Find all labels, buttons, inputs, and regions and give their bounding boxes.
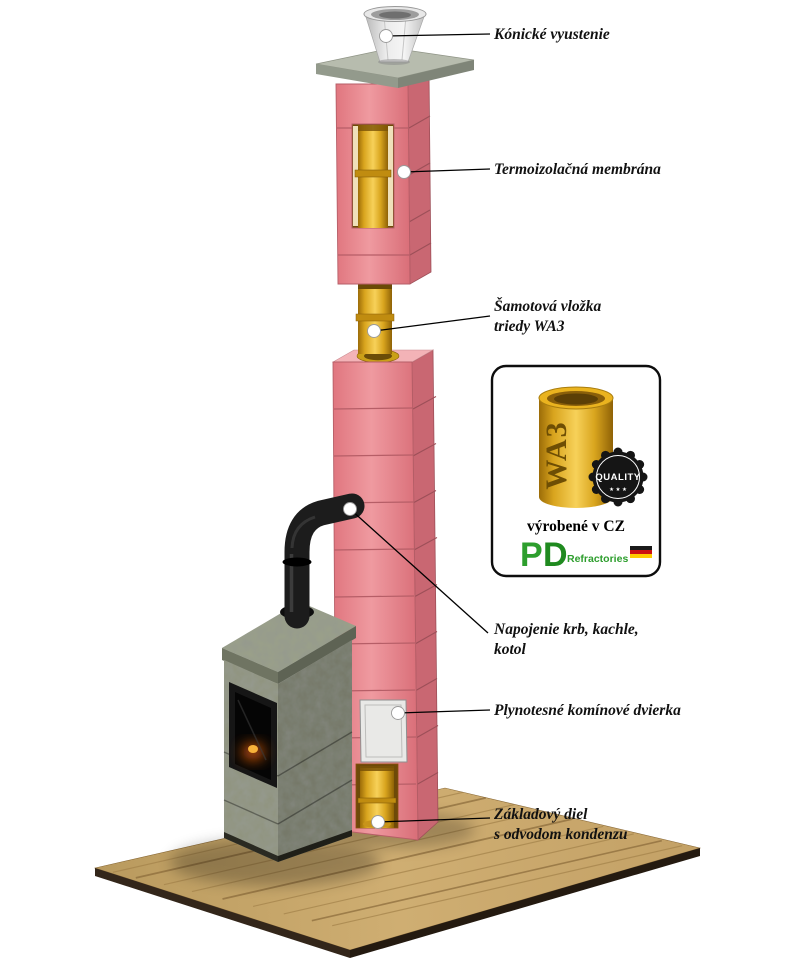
callout-dots: [343, 29, 411, 829]
callout-lines: [349, 33, 491, 823]
callout-dot-door: [391, 706, 405, 720]
callout-dot-connection: [343, 502, 357, 516]
label-connection-line1: Napojenie krb, kachle,: [494, 621, 639, 638]
chimney-upper-column: [335, 71, 432, 285]
label-flue-liner-line1: Šamotová vložka: [494, 298, 602, 315]
callout-line-base: [377, 817, 491, 823]
label-base-part-line2: s odvodom kondenzu: [494, 826, 628, 843]
label-chimney-door: Plynotesné komínové dvierka: [494, 702, 681, 719]
callout-dot-base: [371, 815, 385, 829]
label-membrane: Termoizolačná membrána: [494, 161, 661, 178]
label-flue-liner-line2: triedy WA3: [494, 318, 565, 335]
brand-flag: [630, 546, 652, 558]
label-conical-outlet: Kónické vyustenie: [494, 26, 610, 43]
label-base-part: Základový diel s odvodom kondenzu: [494, 805, 628, 845]
label-base-part-line1: Základový diel: [494, 806, 588, 823]
stove-pipe: [280, 493, 365, 629]
quality-badge: PREMIUM QUALITY ★ ★ ★: [588, 447, 648, 507]
made-in-text: výrobené v CZ: [527, 518, 625, 535]
floor-edge-right: [350, 848, 700, 958]
floor-edge-left: [95, 868, 350, 958]
conical-outlet-cone: [363, 6, 427, 65]
callout-dot-membrane: [397, 165, 411, 179]
liner-membrane-window: [351, 123, 395, 229]
flue-liner-tube: [355, 284, 395, 354]
stove: [222, 602, 356, 862]
brand-letter-d: D: [543, 536, 568, 574]
inset-wa3-marking: WA3: [540, 420, 573, 489]
inset-liner-cylinder: WA3: [538, 386, 614, 508]
callout-line-membrane: [403, 168, 491, 173]
callout-dot-liner: [367, 324, 381, 338]
callout-line-conical: [385, 33, 491, 37]
stove-shadow: [170, 838, 380, 886]
stove-door: [229, 682, 277, 788]
inset-box: WA3 PREMIUM QUALITY ★ ★ ★ výrobené v CZ …: [490, 364, 662, 578]
callout-line-liner: [373, 315, 491, 332]
brand-letter-p: P: [520, 536, 543, 574]
brand-logo: P D Refractories: [520, 536, 652, 574]
callout-line-connection: [349, 508, 489, 634]
label-connection: Napojenie krb, kachle, kotol: [494, 620, 639, 660]
callout-dot-conical: [379, 29, 393, 43]
badge-main-text: QUALITY: [595, 472, 640, 483]
badge-stars: ★ ★ ★: [609, 486, 627, 493]
label-connection-line2: kotol: [494, 641, 526, 658]
label-flue-liner: Šamotová vložka triedy WA3: [494, 297, 601, 337]
base-cutaway: [355, 763, 399, 829]
callout-line-door: [397, 709, 491, 714]
brand-name-text: Refractories: [567, 553, 628, 565]
